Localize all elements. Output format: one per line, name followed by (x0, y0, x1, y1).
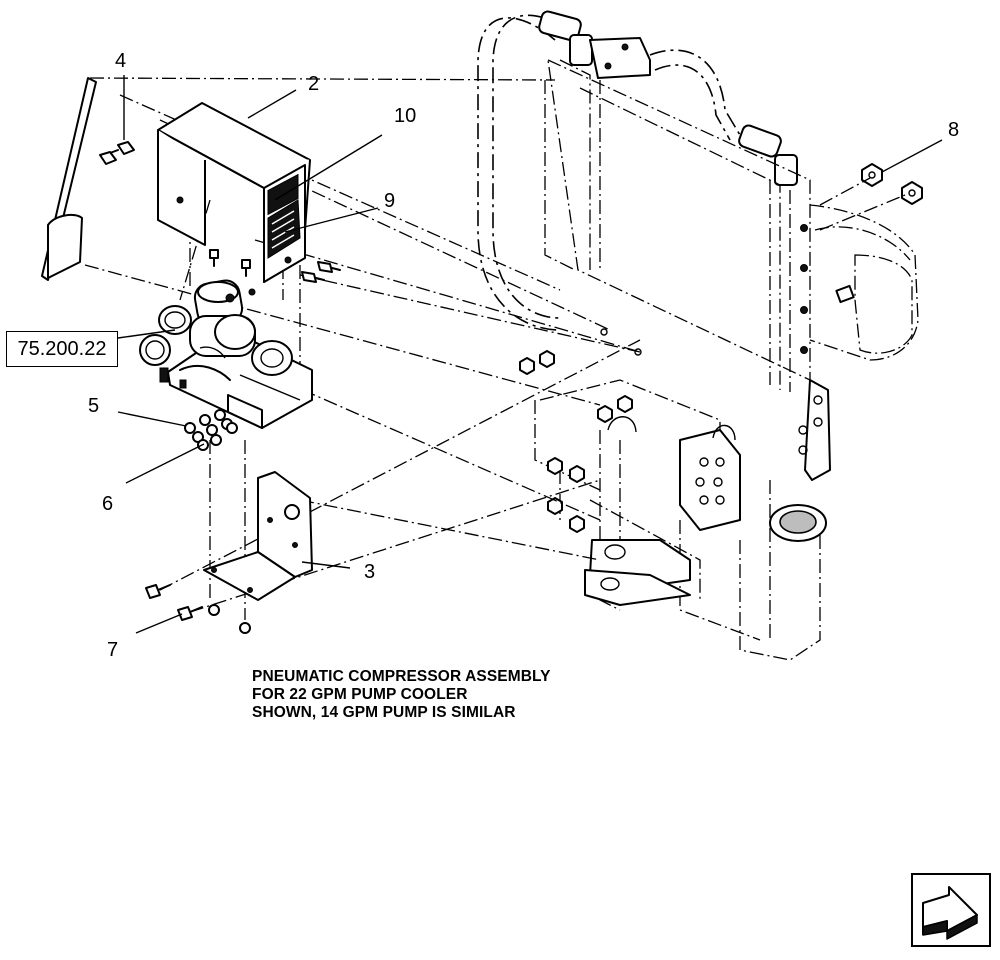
callout-9: 9 (384, 190, 396, 212)
diagram-caption: PNEUMATIC COMPRESSOR ASSEMBLY FOR 22 GPM… (252, 668, 551, 722)
callout-5: 5 (88, 395, 100, 417)
caption-line-3: SHOWN, 14 GPM PUMP IS SIMILAR (252, 704, 516, 721)
cooler-frame-assembly (477, 10, 923, 661)
air-compressor (139, 279, 313, 429)
cover-screws (99, 141, 341, 283)
callout-8: 8 (948, 119, 960, 141)
callout-10: 10 (394, 105, 417, 127)
leader-lines (117, 75, 943, 634)
callout-3: 3 (364, 561, 376, 583)
callout-2: 2 (308, 73, 320, 95)
mounting-bracket (203, 471, 313, 601)
side-panel (41, 77, 97, 281)
caption-line-2: FOR 22 GPM PUMP COOLER (252, 686, 468, 703)
next-page-button[interactable] (911, 873, 991, 947)
bracket-bolts (145, 584, 251, 634)
next-page-arrow-icon (922, 886, 978, 940)
compressor-cover (157, 102, 311, 283)
callout-7: 7 (107, 639, 119, 661)
compressor-nuts (184, 409, 238, 451)
callout-6: 6 (102, 493, 114, 515)
reference-link-box[interactable]: 75.200.22 (6, 331, 118, 367)
caption-line-1: PNEUMATIC COMPRESSOR ASSEMBLY (252, 668, 551, 685)
callout-4: 4 (115, 50, 127, 72)
